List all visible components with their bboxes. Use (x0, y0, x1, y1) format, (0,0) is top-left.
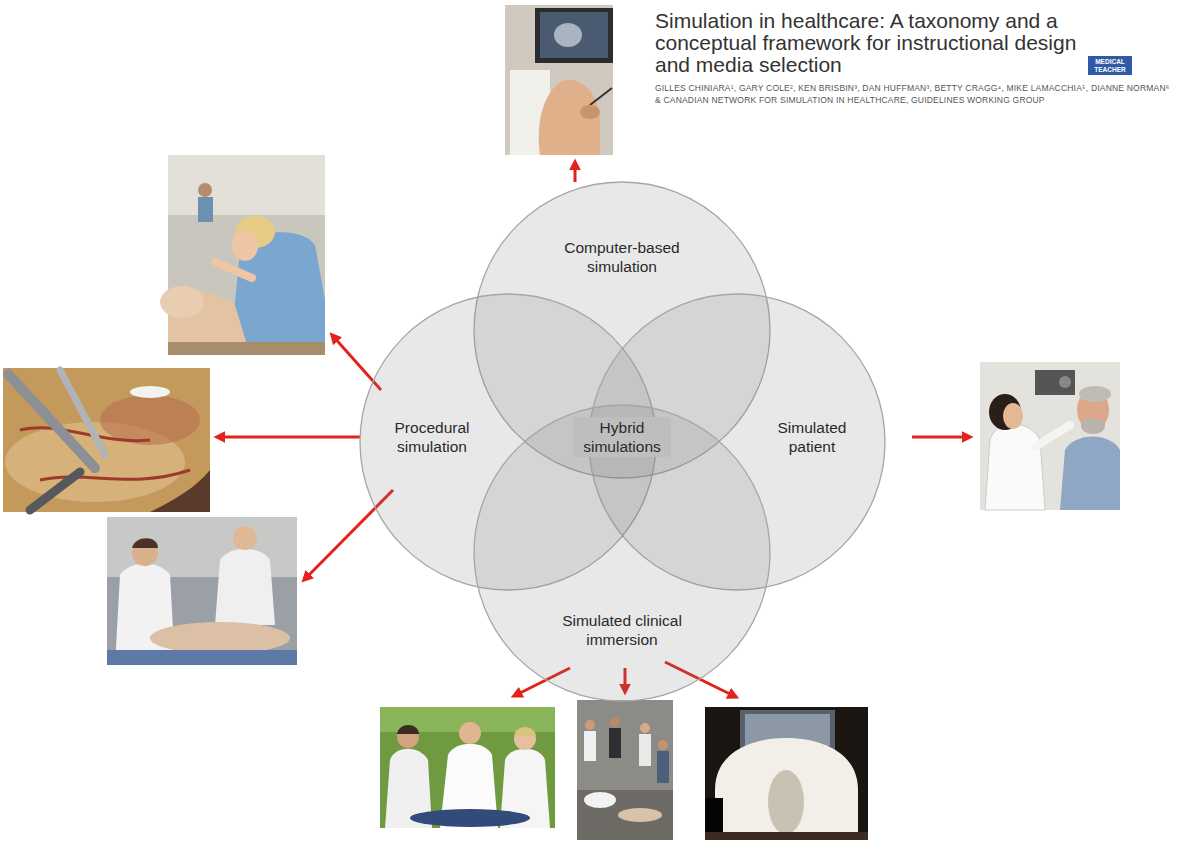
background-person (198, 183, 212, 197)
photo-laparoscopy (3, 368, 210, 512)
overlap-region: Hybrid simulations (573, 417, 671, 457)
wall-equipment (1035, 370, 1075, 395)
dome-opening (768, 770, 804, 834)
person-body (657, 751, 669, 783)
person-head (459, 722, 481, 744)
photo-ground (577, 700, 673, 840)
photo-ground (3, 368, 210, 512)
background-person (198, 197, 213, 222)
dome-tent (715, 738, 858, 840)
manikin-head (160, 286, 204, 318)
stage-floor (705, 832, 868, 840)
person-head (585, 720, 595, 730)
author-list: GILLES CHINIARA¹, GARY COLE², KEN BRISBI… (655, 82, 1175, 106)
person-head (514, 728, 536, 750)
hand (580, 105, 600, 119)
bed (107, 650, 297, 665)
person-head (658, 740, 668, 750)
paper-title: Simulation in healthcare: A taxonomy and… (655, 10, 1095, 76)
screen-image (554, 23, 582, 47)
doctor-face (1003, 403, 1023, 429)
patient-lying (410, 809, 530, 827)
red-arrow (912, 436, 970, 439)
wall-equipment (1059, 376, 1071, 388)
photo-outdoor-scene (380, 707, 555, 828)
manikin (150, 622, 290, 654)
circle-shape (474, 405, 770, 701)
patient-gown (1060, 437, 1120, 511)
journal-logo: MEDICAL TEACHER (1088, 56, 1132, 75)
doctor-arm (1035, 425, 1070, 447)
person-head (610, 717, 620, 727)
node-label: Hybrid simulations (573, 417, 671, 457)
person-kneeling (584, 792, 616, 808)
photo-ground (980, 362, 1120, 510)
instrument (30, 472, 80, 510)
person-body (609, 728, 621, 758)
red-arrow (574, 162, 577, 182)
person-hair (514, 727, 536, 736)
patient-beard (1081, 418, 1105, 434)
red-arrow (217, 436, 360, 439)
person-hair (397, 725, 419, 734)
photo-ultrasound-trainer (505, 5, 613, 155)
node-label: Simulated clinical immersion (547, 611, 697, 649)
photo-ground (107, 517, 297, 665)
person-hair (132, 538, 158, 548)
patient-lying (618, 808, 662, 822)
photo-dome (705, 707, 868, 840)
photo-arrows (217, 162, 970, 697)
monitor (535, 8, 613, 63)
probe-cable (590, 88, 612, 105)
doctor-coat (985, 424, 1045, 510)
photo-team-manikin (107, 517, 297, 665)
person-body (584, 731, 596, 761)
person-head (397, 726, 419, 748)
node-label: Simulated patient (762, 418, 862, 456)
highlight (130, 386, 170, 398)
node-label: Procedural simulation (382, 418, 482, 456)
vignette (150, 470, 210, 512)
person-head (233, 526, 257, 550)
photo-crowd (577, 700, 673, 840)
tissue (100, 395, 200, 445)
floor (577, 790, 673, 840)
photo-ground (505, 5, 613, 155)
person-head (640, 723, 650, 733)
instrument (8, 374, 95, 468)
nurse-arm (215, 262, 252, 278)
photo-ground (168, 155, 325, 355)
manikin-torso (539, 80, 600, 155)
photo-ground (380, 707, 555, 828)
back-wall (168, 155, 325, 215)
person-body (639, 734, 651, 766)
person-coat (215, 549, 275, 625)
node-label: Computer-based simulation (552, 238, 692, 276)
table (168, 342, 325, 355)
monitor-screen (540, 12, 608, 58)
instrument (60, 370, 105, 455)
patient-hair (1079, 386, 1111, 402)
photo-nurse-manikin (160, 155, 325, 355)
photo-ground (705, 707, 868, 840)
photo-patient-exam (980, 362, 1120, 510)
nurse-face (232, 231, 258, 261)
person-coat (115, 564, 175, 665)
